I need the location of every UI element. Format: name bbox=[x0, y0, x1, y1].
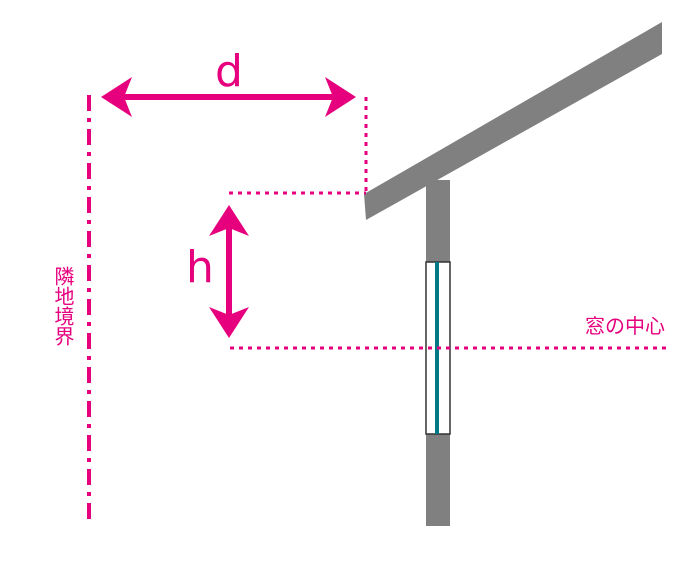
boundary-label: 隣地境界 bbox=[51, 266, 75, 346]
height-label: h bbox=[186, 242, 214, 293]
wall-upper bbox=[426, 180, 450, 262]
height-arrow bbox=[209, 205, 249, 338]
window-center-label: 窓の中心 bbox=[585, 314, 665, 338]
wall-lower bbox=[426, 434, 450, 526]
distance-arrow bbox=[101, 77, 356, 117]
distance-label: d bbox=[215, 46, 243, 97]
roof-eaves bbox=[364, 22, 662, 220]
